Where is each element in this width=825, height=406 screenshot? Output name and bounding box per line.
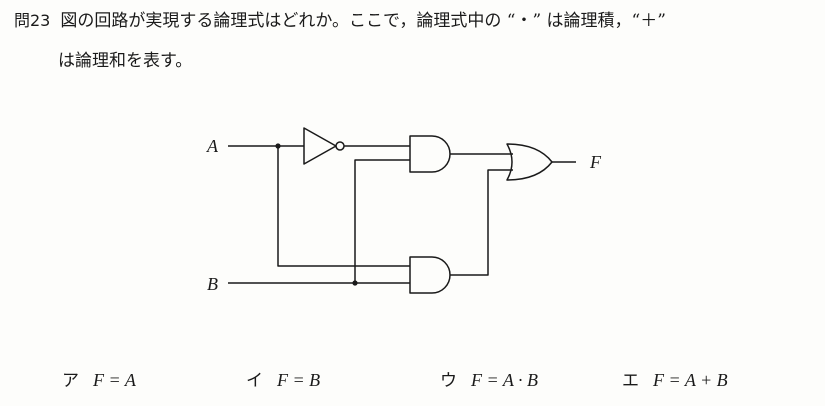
question-number: 問23: [14, 11, 51, 30]
choice-e[interactable]: エ F = A + B: [622, 366, 728, 391]
choice-u[interactable]: ウ F = A · B: [440, 366, 538, 391]
answer-choices: ア F = A イ F = B ウ F = A · B エ F = A + B: [0, 366, 825, 396]
question: 問23 図の回路が実現する論理式はどれか。ここで，論理式中の “・” は論理積，“…: [14, 8, 814, 74]
question-line-2: は論理和を表す。: [58, 51, 193, 71]
choice-a-kana: ア: [62, 371, 79, 391]
not-gate: [303, 127, 337, 165]
output-f-label: F: [589, 152, 602, 172]
choice-i-kana: イ: [246, 371, 263, 391]
choice-i-formula: F = B: [277, 370, 321, 390]
choice-e-formula: F = A + B: [653, 370, 728, 390]
choice-e-kana: エ: [622, 371, 639, 391]
choice-i[interactable]: イ F = B: [246, 366, 320, 391]
and-gate-2: [409, 256, 451, 294]
question-text-1: 図の回路が実現する論理式はどれか。ここで，論理式中の “・” は論理積，“＋”: [60, 11, 666, 31]
junction-b: [352, 280, 358, 286]
wire-b-branch: [354, 159, 410, 283]
logic-circuit-diagram: A B F: [206, 127, 602, 294]
choice-a[interactable]: ア F = A: [62, 366, 136, 391]
question-line-1: 問23 図の回路が実現する論理式はどれか。ここで，論理式中の “・” は論理積，“…: [14, 8, 814, 34]
and-gate-1: [409, 135, 451, 173]
input-a-label: A: [206, 136, 219, 156]
wire-and2-to-or: [450, 169, 513, 276]
not-bubble: [335, 141, 345, 151]
or-gate: [506, 143, 553, 181]
wire-a-branch: [277, 146, 410, 267]
choice-u-formula: F = A · B: [471, 370, 538, 390]
choice-u-kana: ウ: [440, 371, 457, 391]
choice-a-formula: F = A: [93, 370, 136, 390]
input-b-label: B: [207, 274, 218, 294]
junction-a: [275, 143, 281, 149]
